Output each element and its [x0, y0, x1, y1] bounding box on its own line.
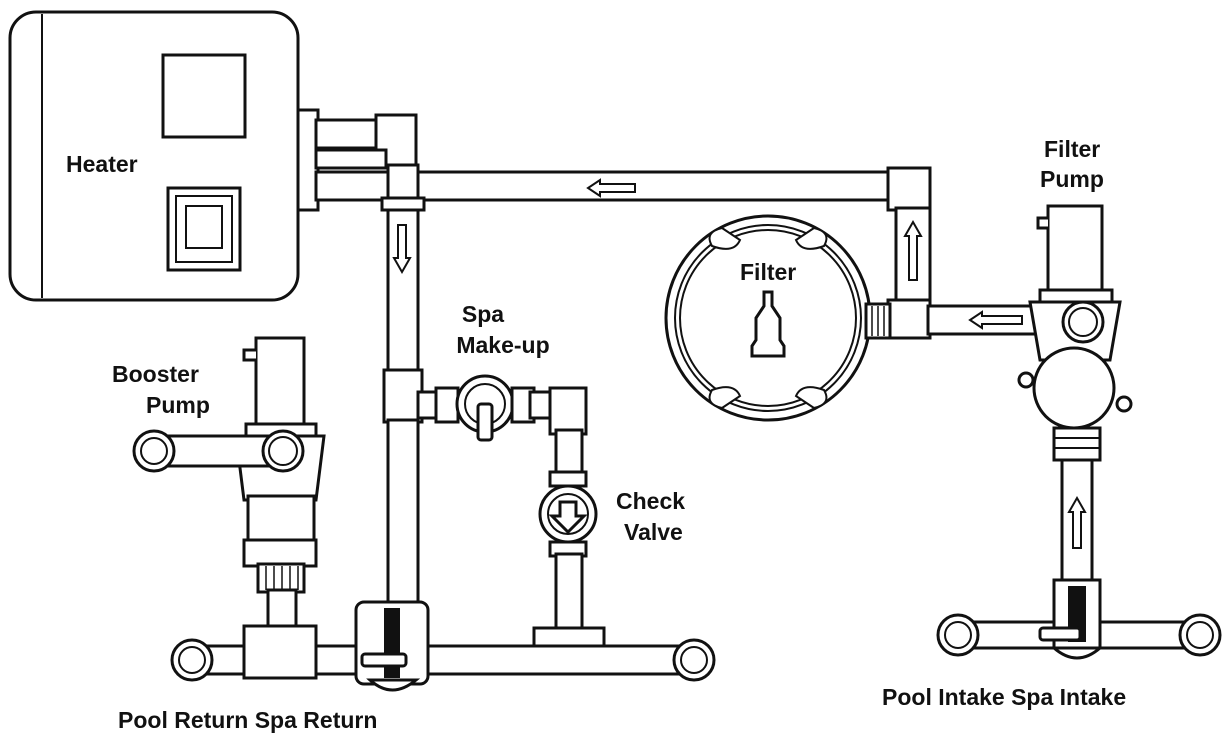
booster-pump-label-line2: Pump [146, 392, 210, 418]
check-valve-label-line1: Check [616, 488, 685, 514]
flow-arrow-down [392, 224, 412, 275]
pool-return-spa-return-label: Pool Return Spa Return [118, 707, 377, 733]
filter-label: Filter [740, 259, 796, 285]
filter-pump [1017, 204, 1133, 584]
intake-manifold [936, 578, 1222, 660]
spa-makeup-label-line1: Spa [462, 301, 504, 327]
filter-pump-label-line2: Pump [1040, 166, 1104, 192]
flow-arrow-up-filter [903, 219, 923, 281]
heater-label: Heater [66, 151, 138, 177]
return-manifold [170, 600, 716, 692]
flow-arrow-left-top [586, 178, 636, 198]
filter [664, 214, 892, 422]
pool-intake-spa-intake-label: Pool Intake Spa Intake [882, 684, 1126, 710]
check-valve-label-line2: Valve [624, 519, 683, 545]
heater-outlet-pipe [314, 113, 418, 170]
filter-pump-label-line1: Filter [1044, 136, 1100, 162]
booster-pump-label-line1: Booster [112, 361, 199, 387]
heater [8, 10, 320, 302]
heater-down-pipe [380, 163, 426, 612]
spa-makeup-label-line2: Make-up [456, 332, 549, 358]
booster-pump [132, 336, 326, 630]
spa-makeup-valve [416, 374, 588, 488]
